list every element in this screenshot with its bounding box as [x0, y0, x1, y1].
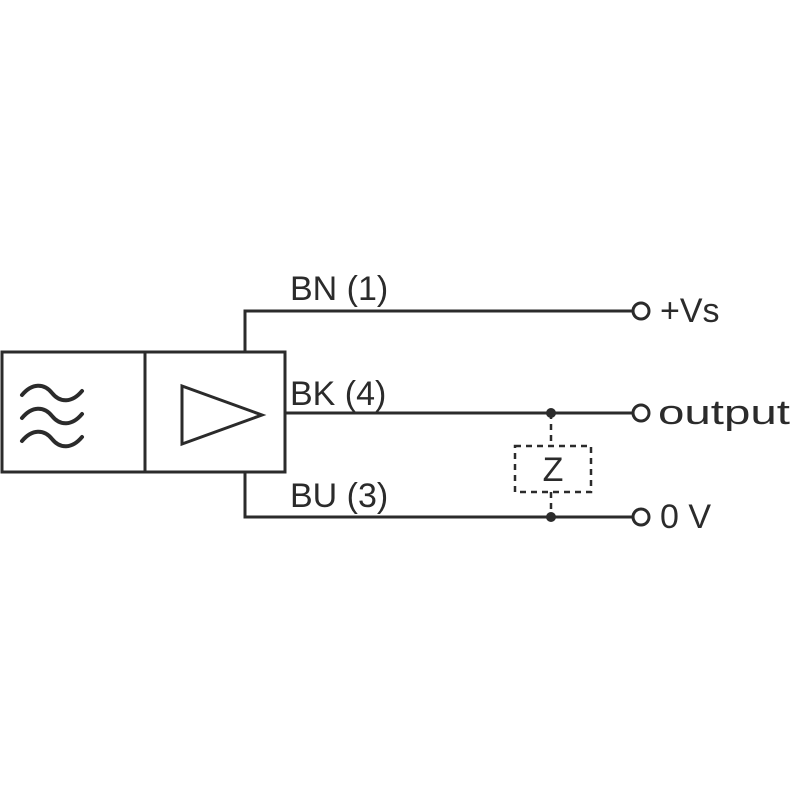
- load-label: Z: [543, 451, 564, 489]
- brown-wire: [243, 309, 632, 352]
- terminal-vs: [631, 301, 651, 321]
- junction-0v: [546, 512, 556, 522]
- terminal-0v-label: 0 V: [660, 498, 711, 536]
- sensor-housing-right: [143, 350, 287, 474]
- ultrasonic-waves-icon: [20, 383, 84, 449]
- terminal-output-label: output: [658, 394, 791, 432]
- blue-wire: [243, 472, 632, 519]
- junction-output: [546, 408, 556, 418]
- terminal-0v: [631, 507, 651, 527]
- terminal-output: [631, 403, 651, 423]
- amplifier-triangle-icon: [180, 383, 267, 447]
- blue-wire-label: BU (3): [290, 477, 388, 515]
- terminal-vs-label: +Vs: [660, 292, 720, 330]
- sensor-housing-left: [0, 350, 147, 474]
- load-box: [513, 444, 593, 494]
- brown-wire-label: BN (1): [290, 270, 388, 308]
- black-wire-label: BK (4): [290, 375, 386, 413]
